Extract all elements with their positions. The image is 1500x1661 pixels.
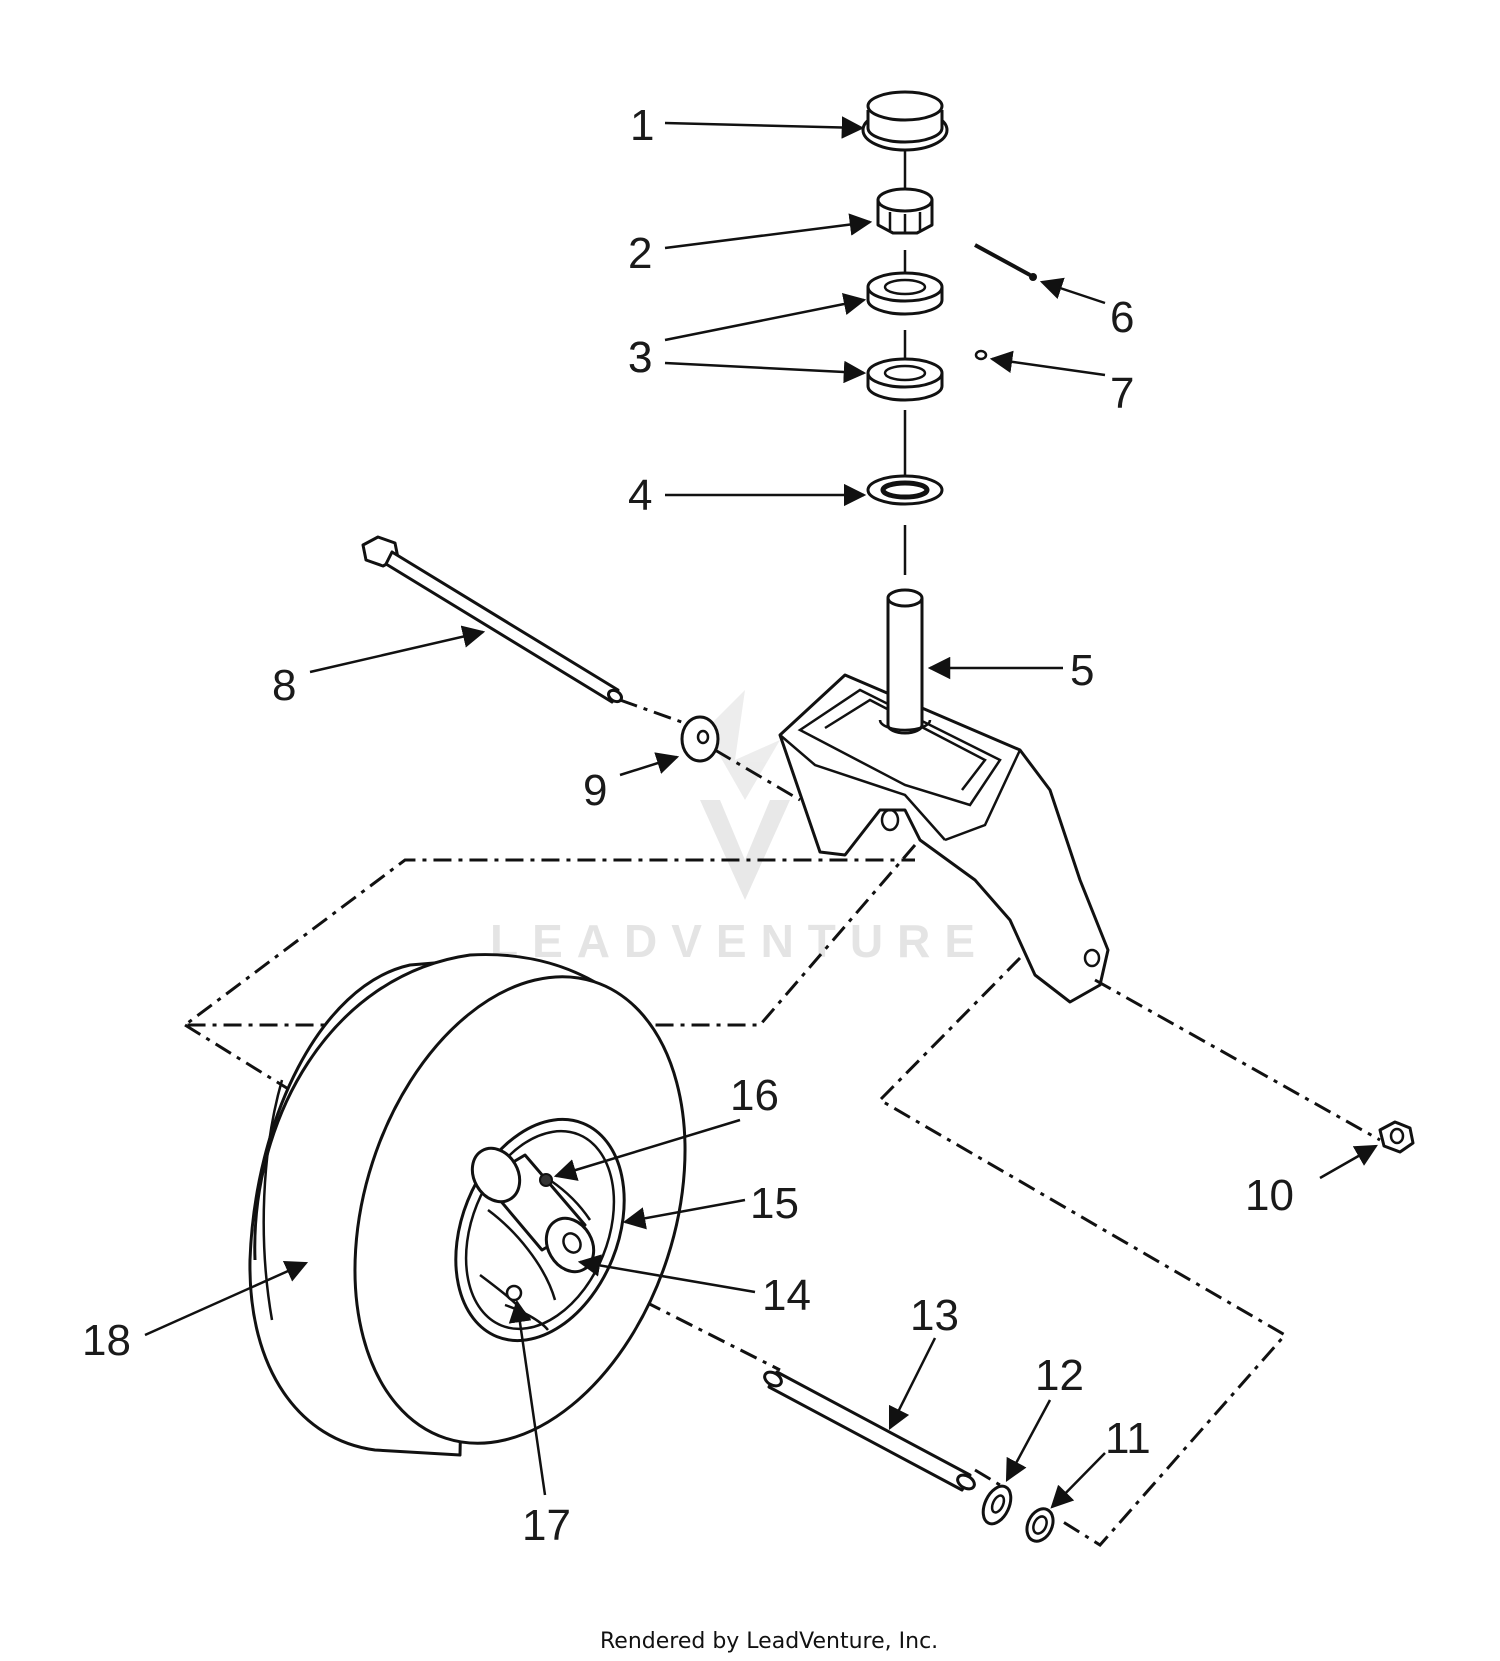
bearing-upper: [866, 271, 944, 316]
callout-13: 13: [910, 1291, 959, 1340]
callout-6: 6: [1110, 293, 1134, 342]
callout-17: 17: [522, 1501, 571, 1550]
lock-nut: [1378, 1120, 1415, 1154]
callout-leaders: [144, 116, 1378, 1509]
callout-3b: 3: [628, 333, 652, 382]
callout-5: 5: [1070, 646, 1094, 695]
callout-15: 15: [750, 1179, 799, 1228]
callout-11: 11: [1105, 1414, 1151, 1463]
rendered-by-footer: Rendered by LeadVenture, Inc.: [600, 1629, 938, 1654]
bearing-lower: [866, 357, 944, 402]
callout-18: 18: [82, 1316, 131, 1365]
spacer-tube: [763, 1370, 976, 1492]
grease-fitting: [974, 349, 988, 361]
thrust-washer: [981, 1484, 1013, 1526]
valve-stem: [505, 1284, 523, 1302]
callout-10: 10: [1245, 1171, 1294, 1220]
caster-fork: [778, 673, 1110, 1004]
cotter-pin: [974, 243, 1037, 281]
callout-12: 12: [1035, 1351, 1084, 1400]
leadventure-watermark-logo: LEADVENTURE: [490, 690, 989, 967]
callout-3a: 3: [628, 333, 652, 382]
seal: [866, 474, 944, 506]
castle-nut: [876, 187, 934, 235]
washer: [680, 715, 720, 763]
callout-7: 7: [1110, 369, 1134, 418]
dust-cap: [861, 90, 949, 152]
watermark-text: LEADVENTURE: [490, 915, 989, 967]
callout-4: 4: [628, 471, 652, 520]
callout-8: 8: [272, 661, 296, 710]
callout-1: 1: [630, 101, 654, 150]
fork-spindle: [878, 588, 932, 735]
axle-seal: [1025, 1507, 1055, 1543]
callout-2: 2: [628, 229, 652, 278]
bolt: [361, 535, 624, 704]
callout-labels: 1 2 3 3 4 5 6 7 8 9 10 11 12 13 14 15 16…: [82, 101, 1294, 1550]
grease-zerk: [539, 1173, 553, 1187]
callout-9: 9: [583, 766, 607, 815]
callout-16: 16: [730, 1071, 779, 1120]
callout-14: 14: [762, 1271, 811, 1320]
exploded-view-connector-lines: [180, 844, 1381, 1547]
tire-wheel-assembly: [248, 953, 687, 1457]
